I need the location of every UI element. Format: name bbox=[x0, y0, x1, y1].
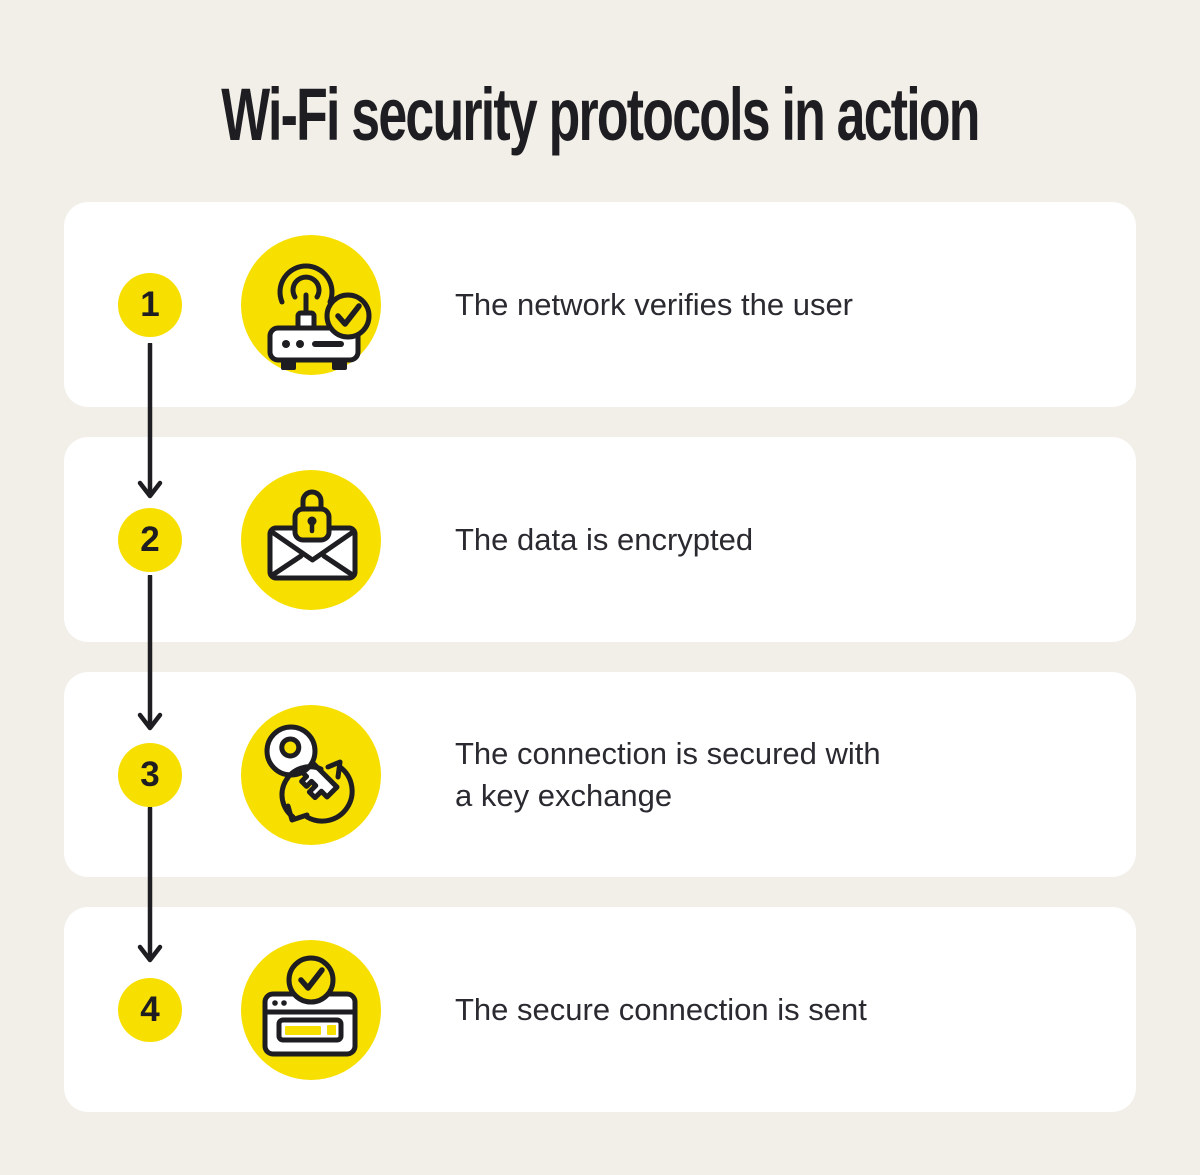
down-arrow-icon bbox=[137, 343, 163, 499]
step-number-badge: 1 bbox=[118, 272, 182, 337]
key-exchange-icon bbox=[264, 724, 355, 824]
step-icon-circle bbox=[241, 939, 381, 1080]
step-label: The secure connection is sent bbox=[455, 991, 867, 1027]
encrypted-email-lock-icon bbox=[267, 489, 358, 580]
infographic-title: Wi-Fi security protocols in action bbox=[221, 73, 980, 156]
step-card-1: 1 The network verifies the user bbox=[64, 202, 1136, 407]
down-arrow-icon bbox=[137, 807, 163, 963]
down-arrow-icon bbox=[137, 575, 163, 731]
step-icon-circle bbox=[241, 469, 381, 610]
step-number-badge: 3 bbox=[118, 742, 182, 807]
step-card-3: 3 The connection is secured with a key e… bbox=[64, 672, 1136, 877]
step-number-badge: 2 bbox=[118, 507, 182, 572]
secure-browser-check-icon bbox=[262, 955, 358, 1056]
wifi-router-check-icon bbox=[267, 263, 372, 370]
step-label: The data is encrypted bbox=[455, 521, 754, 557]
step-number-badge: 4 bbox=[118, 977, 182, 1042]
step-card-4: 4 The secure connection is sent bbox=[64, 907, 1136, 1112]
step-label: The network verifies the user bbox=[455, 286, 854, 322]
step-card-2: 2 The data is encrypted bbox=[64, 437, 1136, 642]
step-label: The connection is secured with a key exc… bbox=[455, 735, 881, 813]
step-icon-circle bbox=[241, 234, 381, 375]
step-icon-circle bbox=[241, 704, 381, 845]
